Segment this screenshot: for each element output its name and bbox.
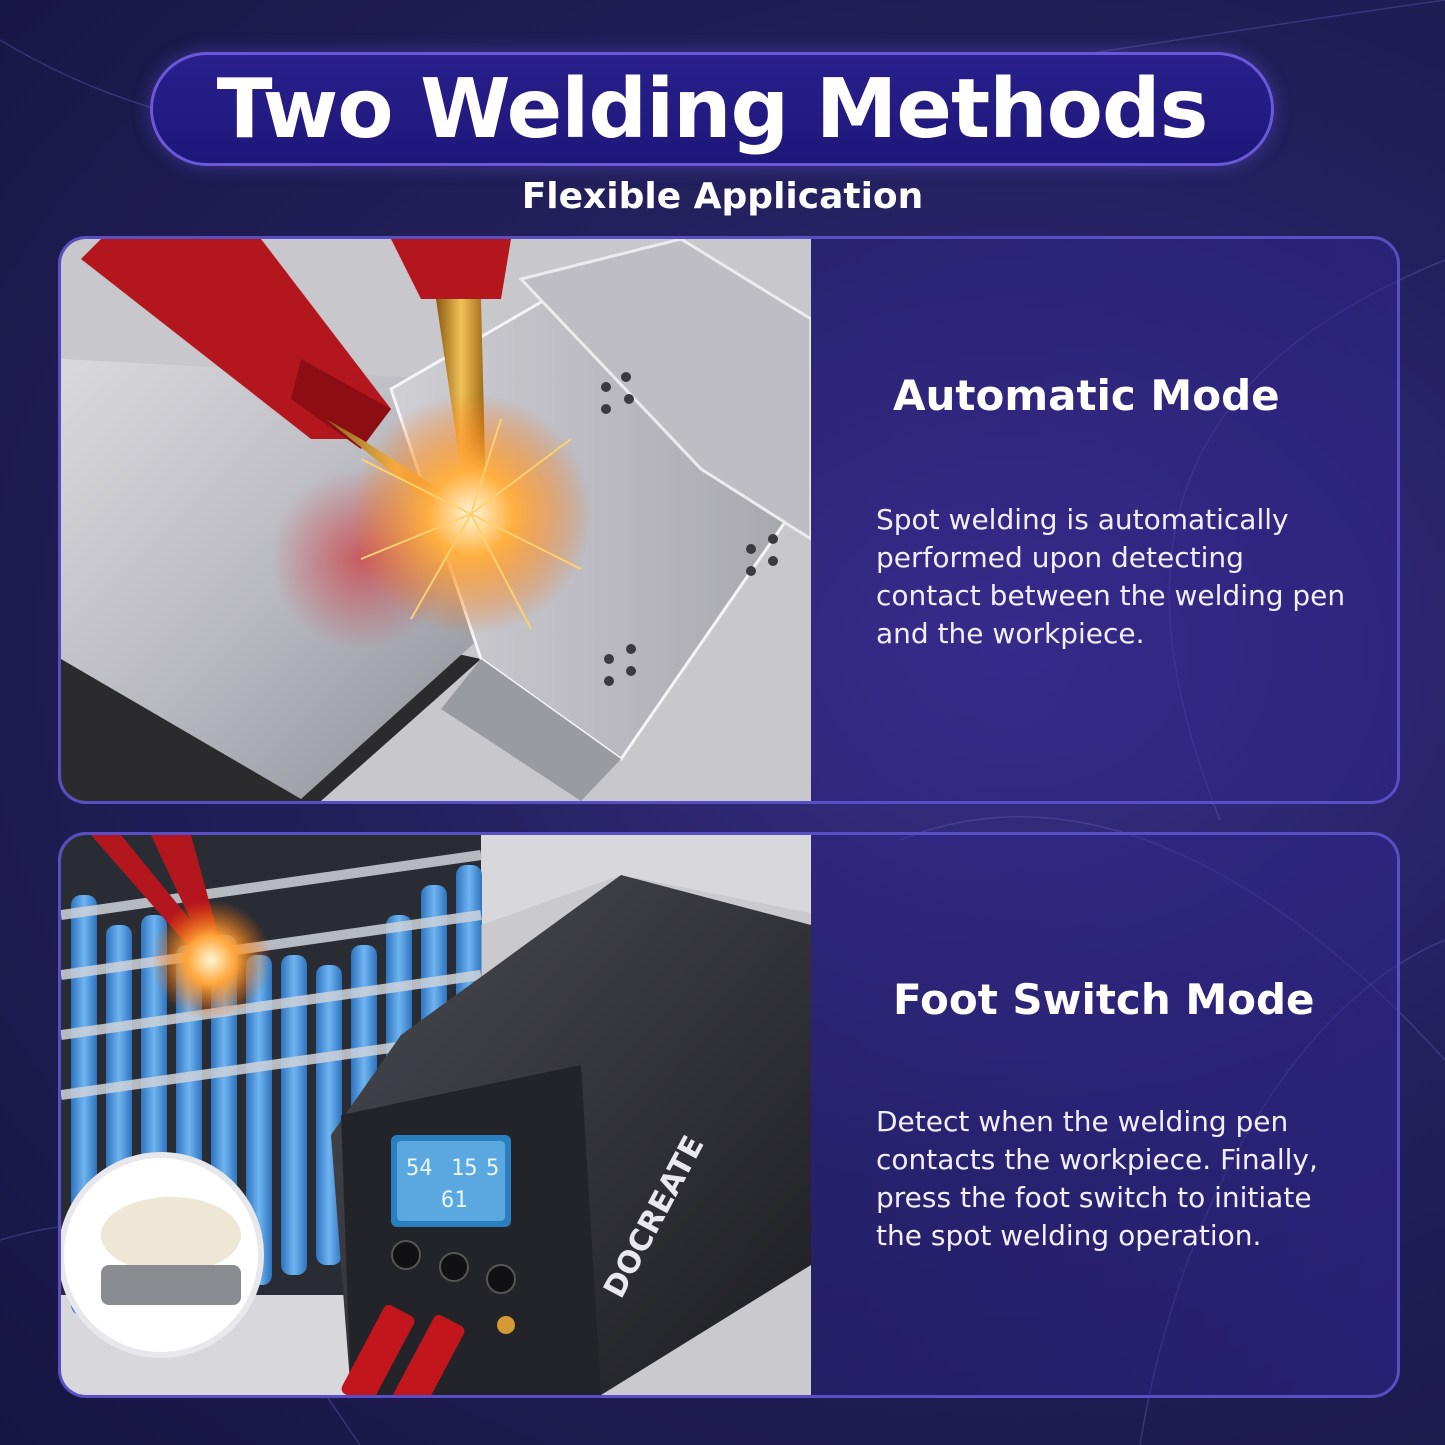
automatic-mode-photo bbox=[61, 239, 811, 801]
device-button bbox=[486, 1264, 516, 1294]
device-button bbox=[391, 1240, 421, 1270]
foot-switch-mode-card: 54 15 5 61 DOCREATE Foot Switch Mode Det… bbox=[58, 832, 1400, 1398]
mode-description: Detect when the welding pen contacts the… bbox=[876, 1105, 1318, 1252]
page-subtitle: Flexible Application bbox=[521, 176, 924, 217]
display-value: 54 bbox=[406, 1156, 433, 1181]
automatic-mode-card: Automatic Mode Spot welding is automatic… bbox=[58, 236, 1400, 804]
page-title: Two Welding Methods bbox=[216, 61, 1209, 157]
mode-title: Foot Switch Mode bbox=[893, 975, 1315, 1024]
display-value: 5 bbox=[486, 1156, 499, 1181]
display-value: 61 bbox=[441, 1188, 468, 1213]
foot-switch-mode-photo: 54 15 5 61 DOCREATE bbox=[61, 835, 811, 1395]
mode-title: Automatic Mode bbox=[893, 371, 1280, 420]
title-banner: Two Welding Methods bbox=[150, 52, 1274, 166]
device-button bbox=[439, 1252, 469, 1282]
display-value: 15 bbox=[451, 1156, 478, 1181]
mode-description: Spot welding is automatically performed … bbox=[876, 503, 1346, 650]
